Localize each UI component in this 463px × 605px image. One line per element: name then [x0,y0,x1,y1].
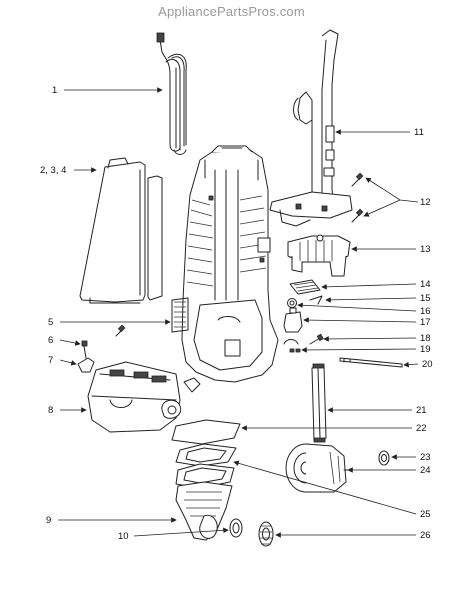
part-25-gaskets [175,443,237,489]
callout-9: 9 [46,515,51,526]
part-14-filter-pad [289,279,321,295]
callout-21: 21 [416,405,427,416]
callout-25: 25 [420,509,431,520]
callout-26: 26 [420,530,431,541]
callout-23: 23 [420,452,431,463]
part-2-3-4-bag-cover [79,157,163,304]
callout-24: 24 [420,465,431,476]
callout-13: 13 [420,244,431,255]
part-8-nozzle-base [87,361,201,433]
part-6-screw [81,324,126,359]
callout-20: 20 [422,359,433,370]
part-7-clip [77,357,95,373]
callout-2-3-4: 2, 3, 4 [40,165,66,176]
part-16-grommet [287,298,297,308]
part-21-brush-roll [311,363,327,443]
part-12-screws [351,172,364,223]
part-11-handle [293,29,339,211]
part-15-clip [309,295,323,305]
handle-base [269,191,353,227]
callout-12: 12 [420,197,431,208]
part-22-filter-plate [171,419,241,445]
callout-17: 17 [420,317,431,328]
callout-labels: 1 2, 3, 4 5 6 7 8 9 10 11 12 13 14 15 16… [40,85,433,542]
callout-7: 7 [48,355,53,366]
callout-16: 16 [420,306,431,317]
site-watermark: AppliancePartsPros.com [158,4,305,19]
part-9-air-channel [175,481,233,541]
callout-15: 15 [420,293,431,304]
part-26-impeller [258,521,274,547]
part-24-motor [285,443,353,493]
part-19-nuts [283,339,301,353]
callout-18: 18 [420,333,431,344]
callout-6: 6 [48,335,53,346]
part-18-screw [309,333,324,345]
callout-14: 14 [420,279,431,290]
part-1-power-cord [156,32,187,155]
callout-5: 5 [48,317,53,328]
callout-19: 19 [420,344,431,355]
callout-22: 22 [416,423,427,434]
part-13-bracket [287,234,351,277]
callout-10: 10 [118,531,129,542]
callout-11: 11 [414,127,424,138]
part-17-switch [283,307,303,333]
part-5-main-housing [171,145,279,383]
callout-8: 8 [48,405,53,416]
part-10-seal-ring [229,518,243,538]
callout-1: 1 [52,85,57,96]
part-23-bearing [378,450,390,466]
leader-lines [58,87,419,538]
part-20-axle [339,357,403,368]
